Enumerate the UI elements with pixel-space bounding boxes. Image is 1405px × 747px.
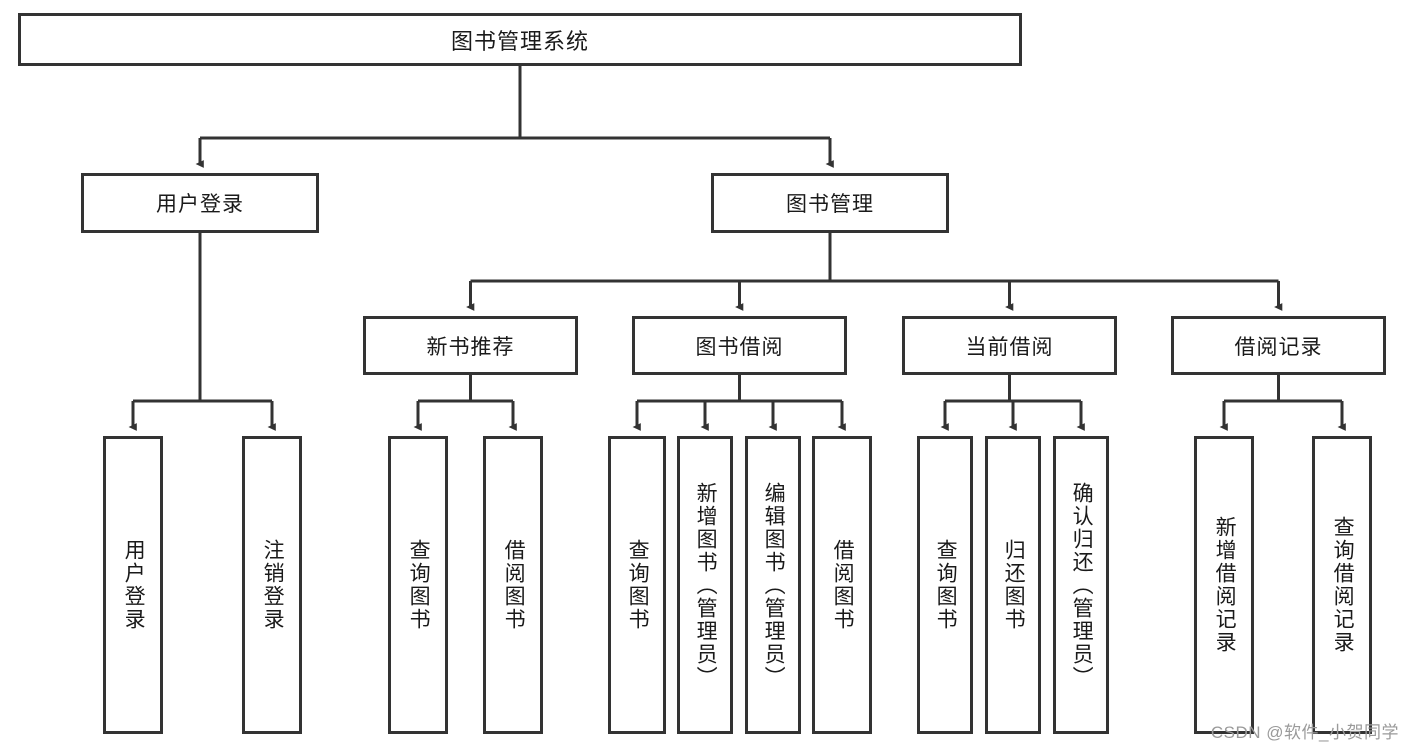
node-label: 图书管理 bbox=[786, 193, 874, 216]
node-leaf-add-record[interactable]: 新增借阅记录 bbox=[1194, 436, 1254, 734]
node-label: 图书管理系统 bbox=[450, 28, 589, 54]
node-root[interactable]: 图书管理系统 bbox=[18, 13, 1022, 66]
node-label: 新增借阅记录 bbox=[1213, 516, 1237, 654]
node-leaf-borrow-book-2[interactable]: 借阅图书 bbox=[812, 436, 872, 734]
node-borrow-record[interactable]: 借阅记录 bbox=[1171, 316, 1386, 375]
node-label: 新书推荐 bbox=[426, 335, 515, 359]
node-label: 归还图书 bbox=[1002, 539, 1026, 631]
node-leaf-add-book[interactable]: 新增图书（管理员） bbox=[677, 436, 733, 734]
node-label: 用户登录 bbox=[156, 193, 244, 216]
node-current-borrow[interactable]: 当前借阅 bbox=[902, 316, 1117, 375]
node-leaf-query-book-3[interactable]: 查询图书 bbox=[917, 436, 973, 734]
node-label: 查询图书 bbox=[934, 539, 958, 631]
node-label: 查询图书 bbox=[626, 539, 650, 631]
node-leaf-query-book-2[interactable]: 查询图书 bbox=[608, 436, 666, 734]
node-leaf-user-login[interactable]: 用户登录 bbox=[103, 436, 163, 734]
watermark: CSDN @软件_小贺同学 bbox=[1210, 723, 1399, 742]
node-label: 当前借阅 bbox=[965, 335, 1054, 359]
node-label: 用户登录 bbox=[122, 539, 146, 631]
node-leaf-user-logout[interactable]: 注销登录 bbox=[242, 436, 302, 734]
node-leaf-query-record[interactable]: 查询借阅记录 bbox=[1312, 436, 1372, 734]
node-label: 查询借阅记录 bbox=[1331, 516, 1355, 654]
node-label: 查询图书 bbox=[407, 539, 431, 631]
node-user-login[interactable]: 用户登录 bbox=[81, 173, 319, 233]
node-leaf-edit-book[interactable]: 编辑图书（管理员） bbox=[745, 436, 801, 734]
node-leaf-query-book-1[interactable]: 查询图书 bbox=[388, 436, 448, 734]
node-book-borrow[interactable]: 图书借阅 bbox=[632, 316, 847, 375]
node-label: 借阅图书 bbox=[502, 539, 526, 631]
node-leaf-return-book[interactable]: 归还图书 bbox=[985, 436, 1041, 734]
node-book-manage[interactable]: 图书管理 bbox=[711, 173, 949, 233]
node-label: 确认归还（管理员） bbox=[1070, 481, 1094, 689]
node-label: 新增图书（管理员） bbox=[694, 481, 718, 689]
node-label: 借阅图书 bbox=[831, 539, 855, 631]
node-leaf-confirm-return[interactable]: 确认归还（管理员） bbox=[1053, 436, 1109, 734]
node-new-book-rec[interactable]: 新书推荐 bbox=[363, 316, 578, 375]
node-label: 借阅记录 bbox=[1234, 335, 1323, 359]
node-label: 图书借阅 bbox=[695, 335, 784, 359]
node-leaf-borrow-book-1[interactable]: 借阅图书 bbox=[483, 436, 543, 734]
node-label: 注销登录 bbox=[261, 539, 285, 631]
node-label: 编辑图书（管理员） bbox=[762, 481, 786, 689]
